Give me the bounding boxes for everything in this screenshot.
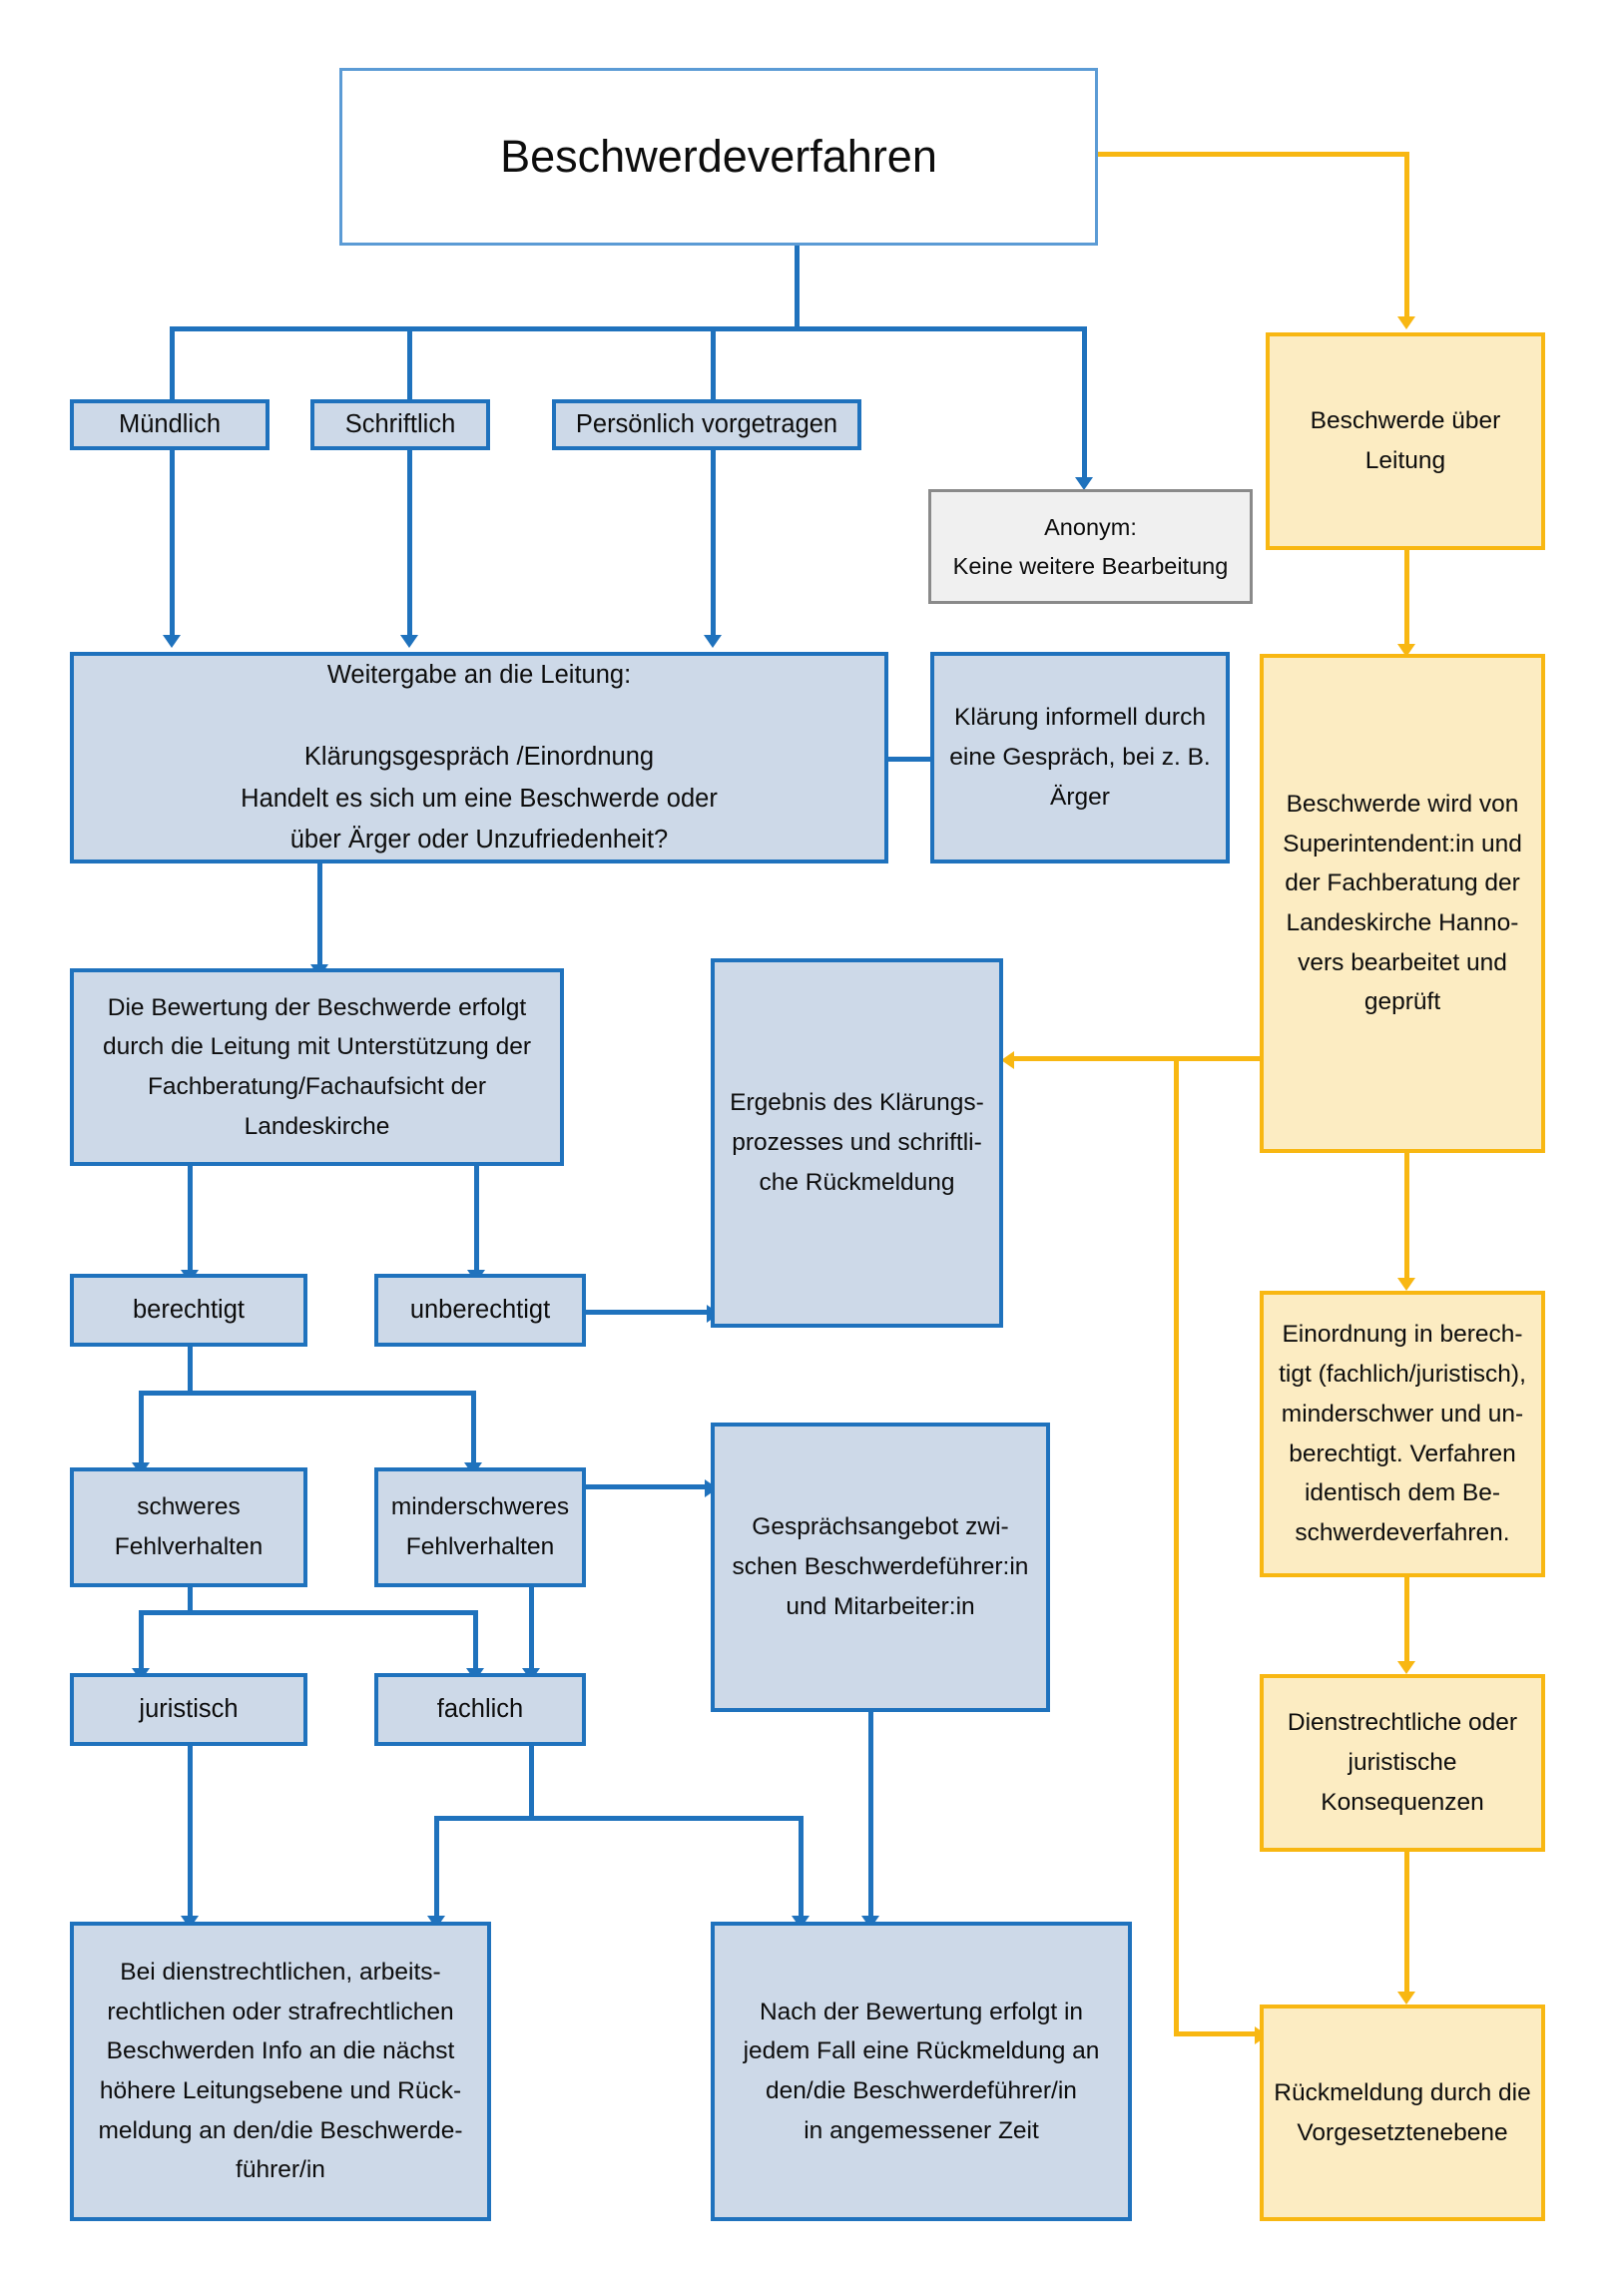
node-einordnung-in-berechtigt-label: Einordnung in berech- tigt (fachlich/jur… bbox=[1279, 1321, 1526, 1546]
edge-to-schriftlich bbox=[407, 326, 412, 399]
edge-fachlich-bus bbox=[434, 1816, 534, 1821]
arrowhead-ergebnis-yellow bbox=[1001, 1051, 1014, 1069]
node-anonym-label: Anonym: Keine weitere Bearbeitung bbox=[952, 514, 1229, 579]
node-weitergabe-an-die-leitung-label: Weitergabe an die Leitung: Klärungsgespr… bbox=[241, 660, 718, 854]
node-unberechtigt[interactable]: unberechtigt bbox=[374, 1274, 586, 1347]
edge-fehlverhalten-bus bbox=[139, 1610, 478, 1615]
node-juristisch-label: juristisch bbox=[139, 1694, 239, 1723]
node-anonym[interactable]: Anonym: Keine weitere Bearbeitung bbox=[928, 489, 1253, 604]
node-title-label: Beschwerdeverfahren bbox=[500, 131, 937, 182]
edge-yellow-loop-vertical bbox=[1174, 1056, 1179, 2036]
node-bewertung[interactable]: Die Bewertung der Beschwerde erfolgt dur… bbox=[70, 968, 564, 1166]
edge-berechtigt-down bbox=[188, 1347, 193, 1395]
node-rueckmeldung-vorgesetztenebene[interactable]: Rückmeldung durch die Vorgesetztenebene bbox=[1260, 2005, 1545, 2221]
node-schweres-fehlverhalten-label: schweres Fehlverhalten bbox=[114, 1493, 264, 1560]
edge-yellow-to-ergebnis-b bbox=[1010, 1056, 1180, 1061]
node-rueckmeldung-vorgesetztenebene-label: Rückmeldung durch die Vorgesetztenebene bbox=[1274, 2078, 1531, 2146]
edge-minderschweres-to-gespraech bbox=[584, 1484, 712, 1489]
edge-fachlich-to-bottom-left bbox=[434, 1816, 439, 1920]
edge-to-anonym bbox=[1082, 326, 1087, 481]
edge-yellow-to-ergebnis bbox=[1174, 1056, 1264, 1061]
edge-muendlich-down bbox=[170, 449, 175, 639]
arrowhead-yellow-4 bbox=[1397, 1661, 1415, 1674]
edge-persoenlich-down bbox=[711, 449, 716, 639]
node-gespraechsangebot-label: Gesprächsangebot zwi- schen Beschwerdefü… bbox=[732, 1513, 1029, 1620]
node-juristisch[interactable]: juristisch bbox=[70, 1673, 307, 1746]
edge-bus-to-fachlich bbox=[473, 1610, 478, 1672]
node-berechtigt-label: berechtigt bbox=[133, 1295, 245, 1324]
edge-unberechtigt-to-ergebnis bbox=[584, 1310, 714, 1315]
edge-yellow-down-5 bbox=[1404, 1852, 1409, 1997]
node-weitergabe-an-die-leitung[interactable]: Weitergabe an die Leitung: Klärungsgespr… bbox=[70, 652, 888, 863]
edge-to-persoenlich bbox=[711, 326, 716, 399]
edge-weitergabe-to-bewertung bbox=[317, 859, 322, 968]
arrowhead-persoenlich-down bbox=[704, 635, 722, 648]
edge-to-muendlich bbox=[170, 326, 175, 399]
arrowhead-yellow-3 bbox=[1397, 1278, 1415, 1291]
edge-title-stem bbox=[795, 245, 800, 326]
edge-gespraech-down bbox=[868, 1710, 873, 1920]
arrowhead-yellow-1 bbox=[1397, 316, 1415, 329]
arrowhead-muendlich-down bbox=[163, 635, 181, 648]
edge-to-juristisch bbox=[139, 1610, 144, 1672]
node-schriftlich[interactable]: Schriftlich bbox=[310, 399, 490, 450]
node-klaerung-informell-label: Klärung informell durch eine Gespräch, b… bbox=[949, 704, 1211, 811]
edge-fachlich-down bbox=[529, 1710, 534, 1820]
arrowhead-yellow-5 bbox=[1397, 1992, 1415, 2005]
node-fachlich-label: fachlich bbox=[436, 1694, 524, 1723]
edge-yellow-down-4 bbox=[1404, 1577, 1409, 1667]
arrowhead-yellow-2 bbox=[1397, 644, 1415, 657]
node-nach-der-bewertung-label: Nach der Bewertung erfolgt in jedem Fall… bbox=[743, 1998, 1100, 2144]
edge-schriftlich-down bbox=[407, 449, 412, 639]
node-muendlich[interactable]: Mündlich bbox=[70, 399, 270, 450]
node-dienstrechtliche-konsequenzen-label: Dienstrechtliche oder juristische Konseq… bbox=[1287, 1709, 1518, 1816]
node-dienstrechtliche-konsequenzen[interactable]: Dienstrechtliche oder juristische Konseq… bbox=[1260, 1674, 1545, 1852]
node-beschwerde-wird-von-label: Beschwerde wird von Superintendent:in un… bbox=[1283, 790, 1522, 1016]
edge-juristisch-down bbox=[188, 1710, 193, 1920]
edge-yellow-loop-bottom bbox=[1174, 2031, 1262, 2036]
node-nach-der-bewertung[interactable]: Nach der Bewertung erfolgt in jedem Fall… bbox=[711, 1922, 1132, 2221]
node-minderschweres-fehlverhalten-label: minderschweres Fehlverhalten bbox=[390, 1493, 570, 1560]
node-klaerung-informell[interactable]: Klärung informell durch eine Gespräch, b… bbox=[930, 652, 1230, 863]
node-minderschweres-fehlverhalten[interactable]: minderschweres Fehlverhalten bbox=[374, 1467, 586, 1587]
node-bei-dienstrechtlichen-label: Bei dienstrechtlichen, arbeits- rechtlic… bbox=[98, 1958, 463, 2184]
edge-weitergabe-to-klaerung bbox=[888, 757, 936, 762]
node-fachlich[interactable]: fachlich bbox=[374, 1673, 586, 1746]
node-ergebnis-label: Ergebnis des Klärungs- prozesses und sch… bbox=[730, 1089, 984, 1196]
edge-to-minderschweres bbox=[471, 1391, 476, 1466]
node-gespraechsangebot[interactable]: Gesprächsangebot zwi- schen Beschwerdefü… bbox=[711, 1423, 1050, 1712]
node-beschwerde-wird-von[interactable]: Beschwerde wird von Superintendent:in un… bbox=[1260, 654, 1545, 1153]
node-title[interactable]: Beschwerdeverfahren bbox=[339, 68, 1098, 246]
node-unberechtigt-label: unberechtigt bbox=[409, 1295, 551, 1324]
edge-berechtigt-split-bus bbox=[139, 1391, 476, 1396]
arrowhead-anonym bbox=[1075, 477, 1093, 490]
node-muendlich-label: Mündlich bbox=[118, 409, 222, 438]
arrowhead-schriftlich-down bbox=[400, 635, 418, 648]
node-persoenlich-vorgetragen-label: Persönlich vorgetragen bbox=[575, 409, 838, 438]
edge-title-to-yellow bbox=[1098, 152, 1409, 157]
edge-fachlich-right-stub bbox=[799, 1816, 804, 1920]
edge-bewertung-to-berechtigt bbox=[188, 1162, 193, 1274]
node-ergebnis[interactable]: Ergebnis des Klärungs- prozesses und sch… bbox=[711, 958, 1003, 1328]
edge-to-schweres bbox=[139, 1391, 144, 1466]
node-beschwerde-ueber-leitung[interactable]: Beschwerde über Leitung bbox=[1266, 332, 1545, 550]
node-bei-dienstrechtlichen[interactable]: Bei dienstrechtlichen, arbeits- rechtlic… bbox=[70, 1922, 491, 2221]
edge-bewertung-to-unberechtigt bbox=[474, 1162, 479, 1274]
edge-yellow-down-1 bbox=[1404, 152, 1409, 319]
node-berechtigt[interactable]: berechtigt bbox=[70, 1274, 307, 1347]
node-einordnung-in-berechtigt[interactable]: Einordnung in berech- tigt (fachlich/jur… bbox=[1260, 1291, 1545, 1577]
node-schweres-fehlverhalten[interactable]: schweres Fehlverhalten bbox=[70, 1467, 307, 1587]
edge-yellow-down-3 bbox=[1404, 1153, 1409, 1283]
node-beschwerde-ueber-leitung-label: Beschwerde über Leitung bbox=[1310, 407, 1501, 474]
node-bewertung-label: Die Bewertung der Beschwerde erfolgt dur… bbox=[103, 993, 531, 1140]
node-persoenlich-vorgetragen[interactable]: Persönlich vorgetragen bbox=[552, 399, 861, 450]
edge-minderschweres-to-fachlich bbox=[529, 1546, 534, 1672]
node-schriftlich-label: Schriftlich bbox=[344, 409, 456, 438]
edge-yellow-down-2 bbox=[1404, 549, 1409, 649]
edge-fachlich-right-bus bbox=[534, 1816, 804, 1821]
edge-intake-bus bbox=[170, 326, 1086, 331]
